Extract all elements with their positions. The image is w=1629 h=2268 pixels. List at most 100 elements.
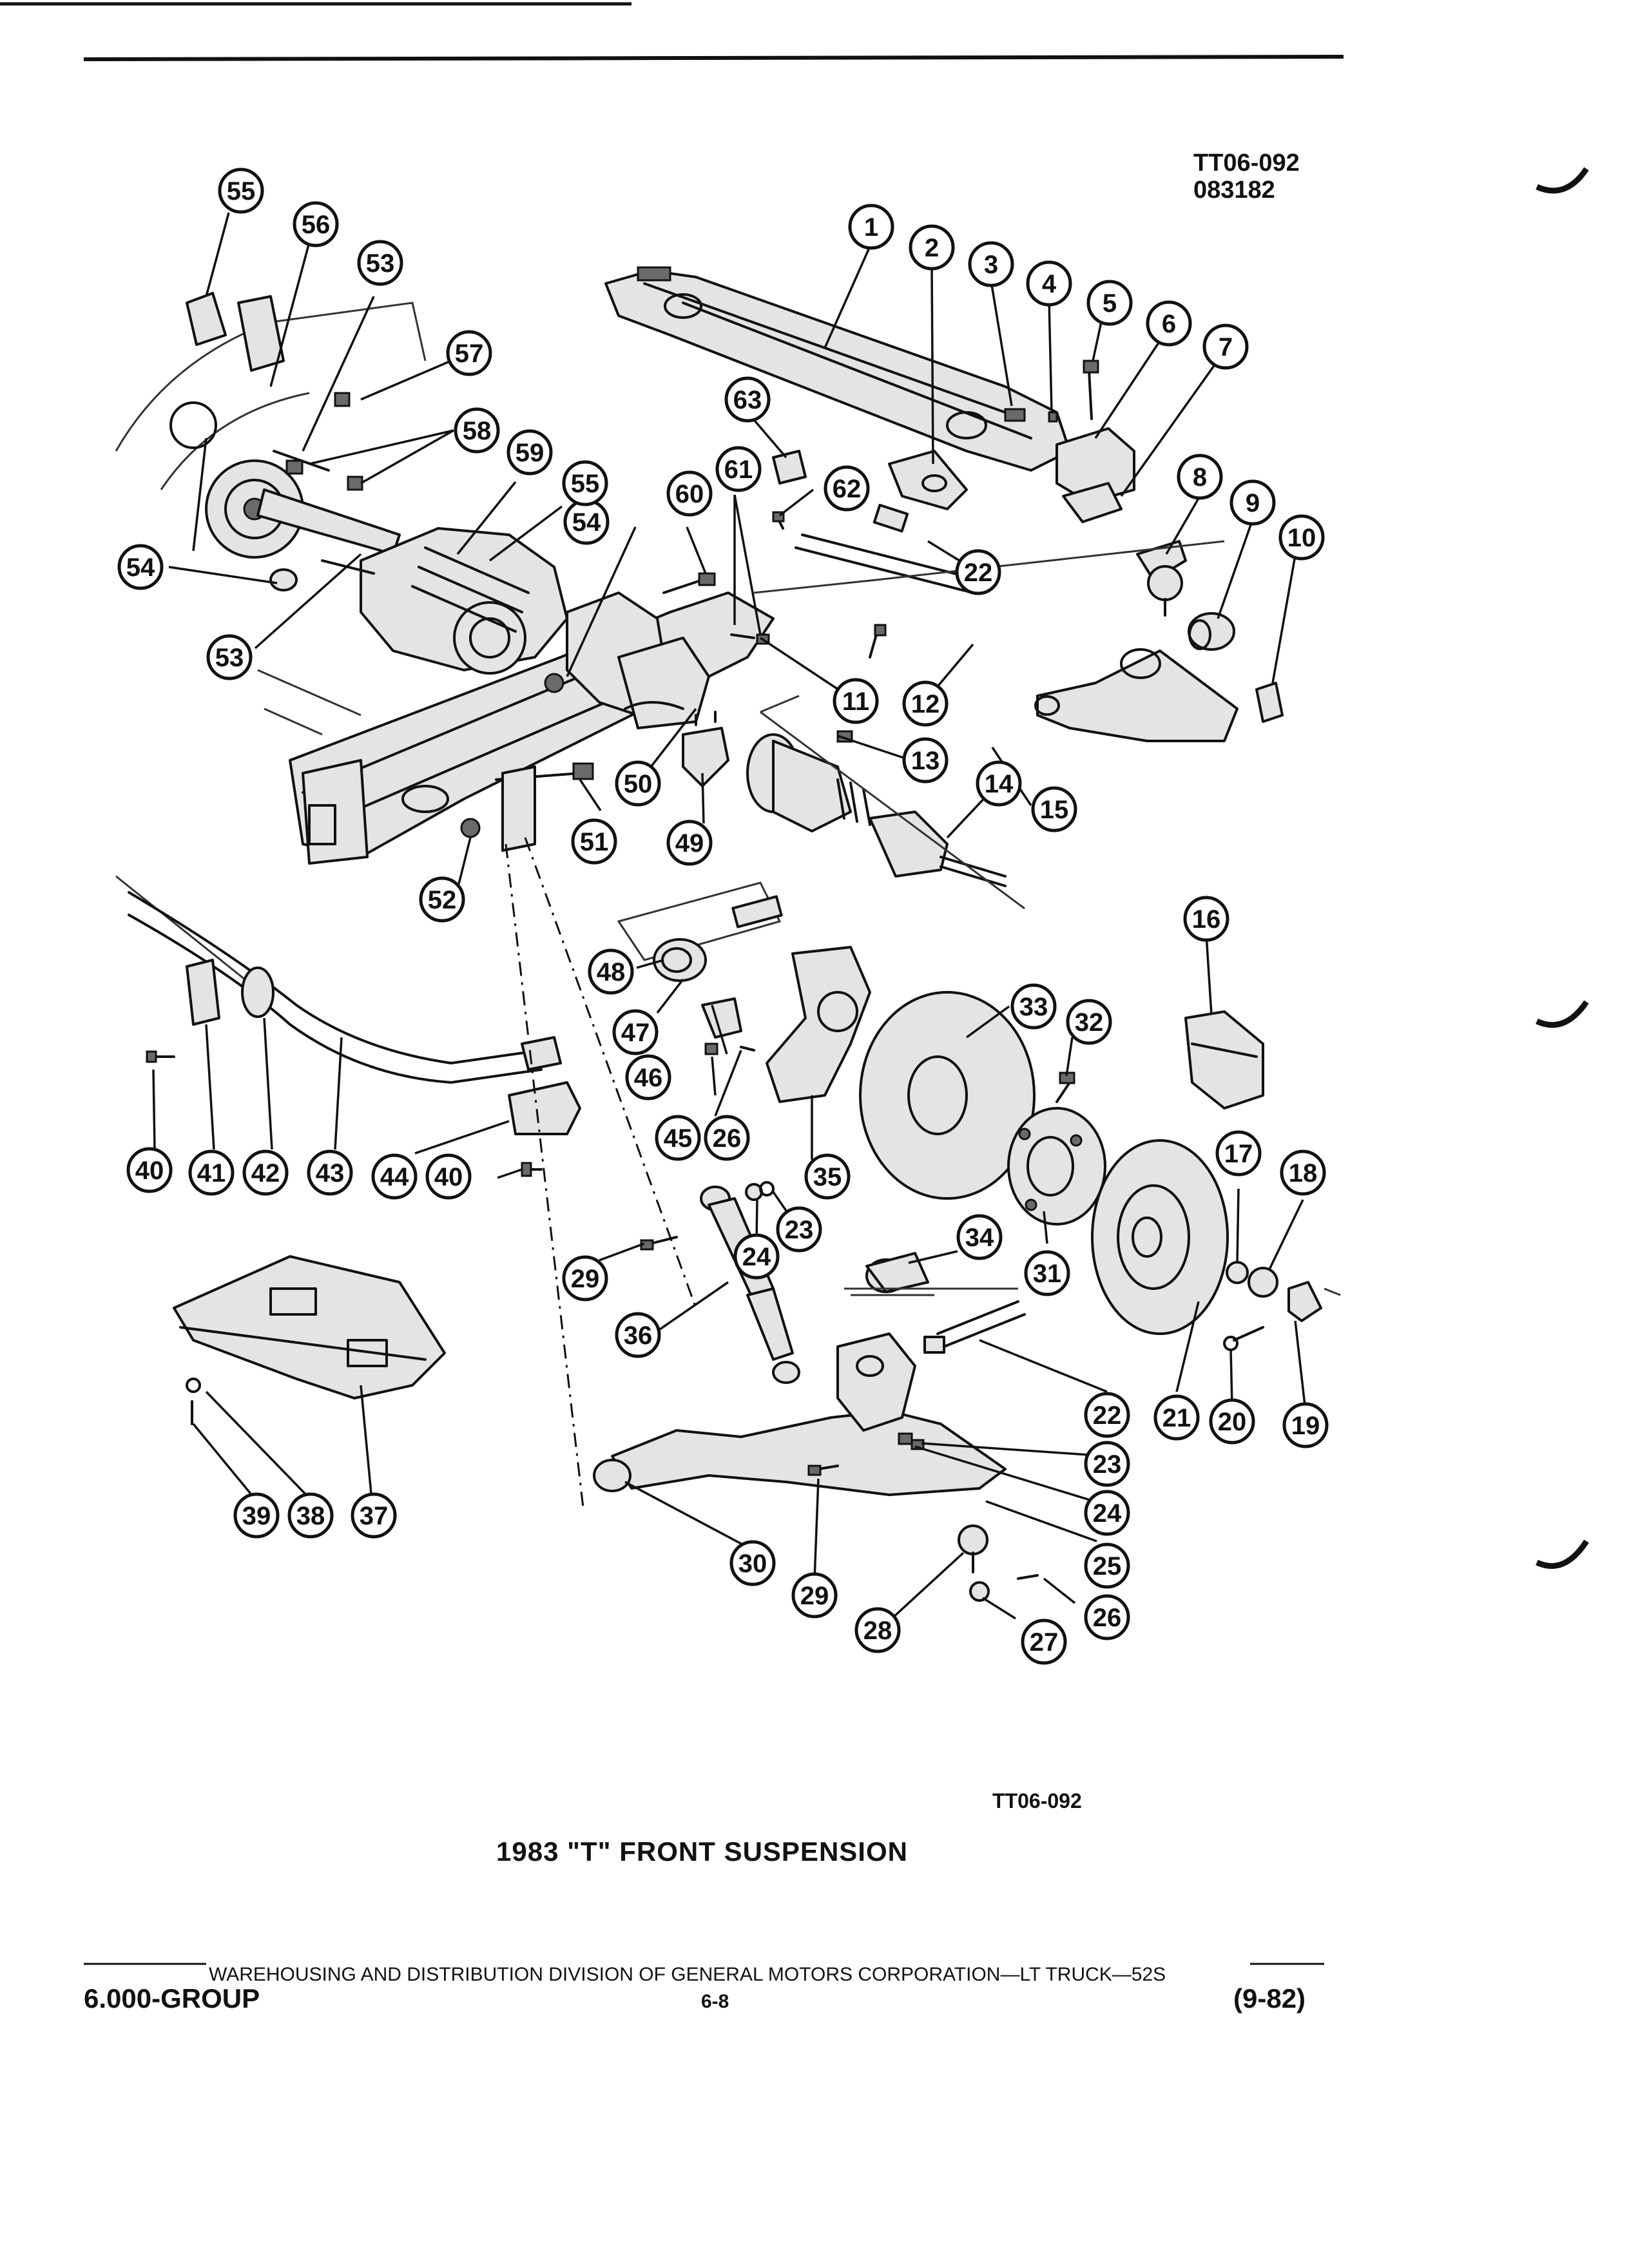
callout-circle <box>1026 260 1072 307</box>
callout-13: 13 <box>902 737 949 783</box>
callout-label: 40 <box>135 1157 164 1185</box>
callout-label: 54 <box>572 508 601 537</box>
assembly-line <box>505 843 584 1508</box>
callout-62: 62 <box>824 465 870 512</box>
assembly-line <box>524 837 697 1309</box>
callout-label: 47 <box>621 1019 650 1047</box>
mount-bracket <box>1004 360 1135 523</box>
callout-25: 25 <box>1084 1542 1130 1589</box>
callout-label: 1 <box>864 213 878 242</box>
callout-59: 59 <box>506 429 553 476</box>
callout-27: 27 <box>1021 1619 1067 1665</box>
rebound-bumper <box>1255 682 1284 723</box>
callout-circle <box>117 544 164 590</box>
callout-35: 35 <box>804 1153 851 1200</box>
figure-number-top: 083182 <box>1193 177 1275 204</box>
callout-circle <box>419 876 465 923</box>
callout-label: 44 <box>380 1163 409 1191</box>
callout-53: 53 <box>206 634 253 680</box>
callout-label: 46 <box>634 1064 663 1092</box>
callout-29: 29 <box>562 1255 608 1302</box>
callout-circle <box>804 1153 851 1200</box>
differential-carrier <box>321 527 568 675</box>
callout-circle <box>1084 1542 1130 1589</box>
callout-circle <box>1066 999 1112 1045</box>
callout-circle <box>704 1115 750 1161</box>
callout-40: 40 <box>425 1153 472 1200</box>
callout-label: 20 <box>1218 1408 1247 1436</box>
callout-circle <box>446 330 492 376</box>
stabilizer-bar <box>115 875 581 1177</box>
exploded-guide <box>844 1287 1018 1296</box>
callout-36: 36 <box>615 1312 661 1358</box>
callout-8: 8 <box>1177 454 1223 500</box>
footer-group: 6.000-GROUP <box>84 1983 260 2013</box>
callout-label: 22 <box>1093 1401 1122 1430</box>
callout-circle <box>612 1009 659 1055</box>
figure-code-top: TT06-092 <box>1193 149 1300 177</box>
callout-label: 34 <box>965 1224 994 1252</box>
callout-circle <box>351 1492 397 1539</box>
callout-label: 41 <box>197 1159 226 1187</box>
steering-knuckle <box>617 881 871 1103</box>
callout-40: 40 <box>126 1147 173 1193</box>
callout-circle <box>824 465 870 512</box>
callout-10: 10 <box>1278 514 1325 561</box>
callout-circle <box>1086 280 1133 326</box>
callout-circle <box>909 224 955 271</box>
callout-label: 45 <box>664 1124 693 1153</box>
callout-label: 62 <box>833 475 862 503</box>
callout-30: 30 <box>729 1540 776 1586</box>
callout-label: 36 <box>624 1321 653 1350</box>
callout-circle <box>1021 1619 1067 1665</box>
callout-circle <box>729 1540 776 1586</box>
binding-mark <box>1536 1000 1589 1028</box>
callout-circle <box>666 820 713 866</box>
callout-33: 33 <box>1010 983 1057 1030</box>
callout-7: 7 <box>1202 323 1249 370</box>
callout-label: 21 <box>1162 1404 1191 1432</box>
callout-circle <box>968 241 1014 287</box>
callout-circle <box>1153 1394 1200 1441</box>
callout-label: 39 <box>242 1502 271 1530</box>
callout-label: 63 <box>733 386 762 414</box>
callout-54: 54 <box>563 499 610 545</box>
callout-61: 61 <box>715 446 762 492</box>
callout-label: 23 <box>785 1216 814 1244</box>
callout-circle <box>1202 323 1249 370</box>
callout-42: 42 <box>242 1149 289 1196</box>
callout-label: 30 <box>738 1550 767 1578</box>
callout-circle <box>1278 514 1325 561</box>
brake-caliper <box>1184 1010 1264 1110</box>
lower-ball-joint <box>958 1524 1039 1602</box>
callout-circle <box>588 948 634 995</box>
callout-label: 51 <box>580 828 609 856</box>
callout-38: 38 <box>287 1492 334 1539</box>
callout-52: 52 <box>419 876 465 923</box>
brake-rotor <box>1091 1139 1229 1335</box>
callout-43: 43 <box>307 1149 353 1196</box>
callout-label: 29 <box>800 1582 829 1610</box>
callout-circle <box>1024 1250 1070 1296</box>
upper-ball-joint <box>1136 540 1187 617</box>
callout-60: 60 <box>666 470 713 517</box>
callout-label: 14 <box>985 770 1014 798</box>
callout-11: 11 <box>833 678 879 724</box>
callout-19: 19 <box>1282 1402 1329 1448</box>
axle-hub-assembly <box>115 292 427 591</box>
control-arm-bushing <box>865 1252 929 1293</box>
callout-label: 52 <box>428 886 457 914</box>
callout-39: 39 <box>233 1492 280 1539</box>
callout-circle <box>655 1115 701 1161</box>
callout-label: 24 <box>742 1243 771 1271</box>
callout-circle <box>126 1147 173 1193</box>
callout-label: 35 <box>813 1163 842 1191</box>
callout-label: 40 <box>434 1163 463 1191</box>
callout-37: 37 <box>351 1492 397 1539</box>
callout-24: 24 <box>733 1233 780 1280</box>
callout-circle <box>293 201 339 247</box>
footer-division-line: WAREHOUSING AND DISTRIBUTION DIVISION OF… <box>209 1964 1166 1985</box>
frame-crossmember <box>604 266 1071 472</box>
callout-circle <box>188 1149 235 1196</box>
